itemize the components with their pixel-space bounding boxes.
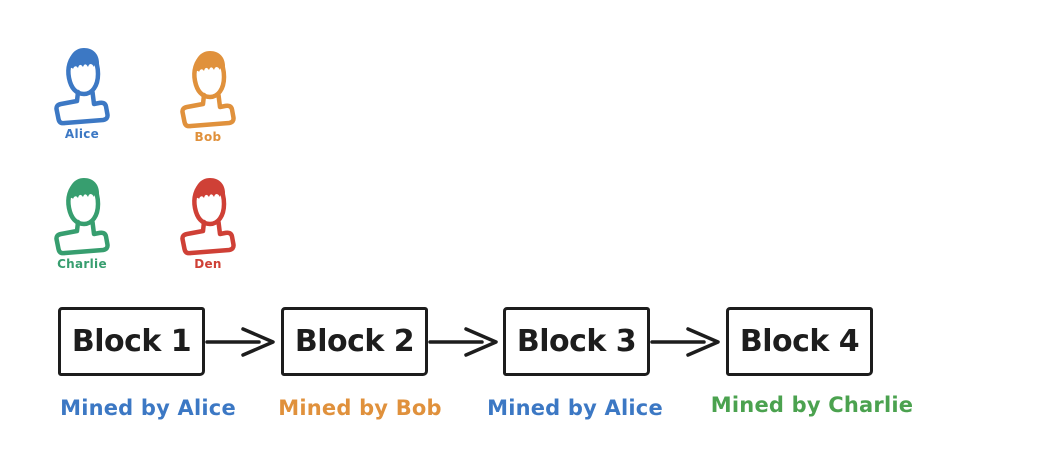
person-name-label: Den <box>194 257 222 271</box>
miner-label-block-4: Mined by Charlie <box>710 393 914 417</box>
arrow-right-icon <box>205 326 281 358</box>
person-den: Den <box>172 172 244 270</box>
person-icon <box>180 178 236 256</box>
person-charlie: Charlie <box>46 172 118 270</box>
person-icon <box>54 178 110 256</box>
miner-label-block-2: Mined by Bob <box>278 396 442 420</box>
miner-label-block-1: Mined by Alice <box>60 396 236 420</box>
block-label: Block 3 <box>516 324 637 359</box>
arrow-right-icon <box>650 326 726 358</box>
person-name-label: Charlie <box>57 257 107 271</box>
person-alice: Alice <box>46 42 118 140</box>
block-2: Block 2 <box>281 307 428 376</box>
arrow-right-icon <box>428 326 504 358</box>
person-icon <box>180 51 236 129</box>
block-4: Block 4 <box>726 307 873 376</box>
person-name-label: Alice <box>64 127 100 141</box>
block-label: Block 2 <box>294 324 415 359</box>
block-label: Block 1 <box>71 324 192 359</box>
person-icon <box>54 48 110 126</box>
person-bob: Bob <box>172 45 244 143</box>
miner-label-block-3: Mined by Alice <box>487 396 663 420</box>
person-name-label: Bob <box>194 130 222 144</box>
block-1: Block 1 <box>58 307 205 376</box>
block-3: Block 3 <box>503 307 650 376</box>
block-label: Block 4 <box>739 324 860 359</box>
